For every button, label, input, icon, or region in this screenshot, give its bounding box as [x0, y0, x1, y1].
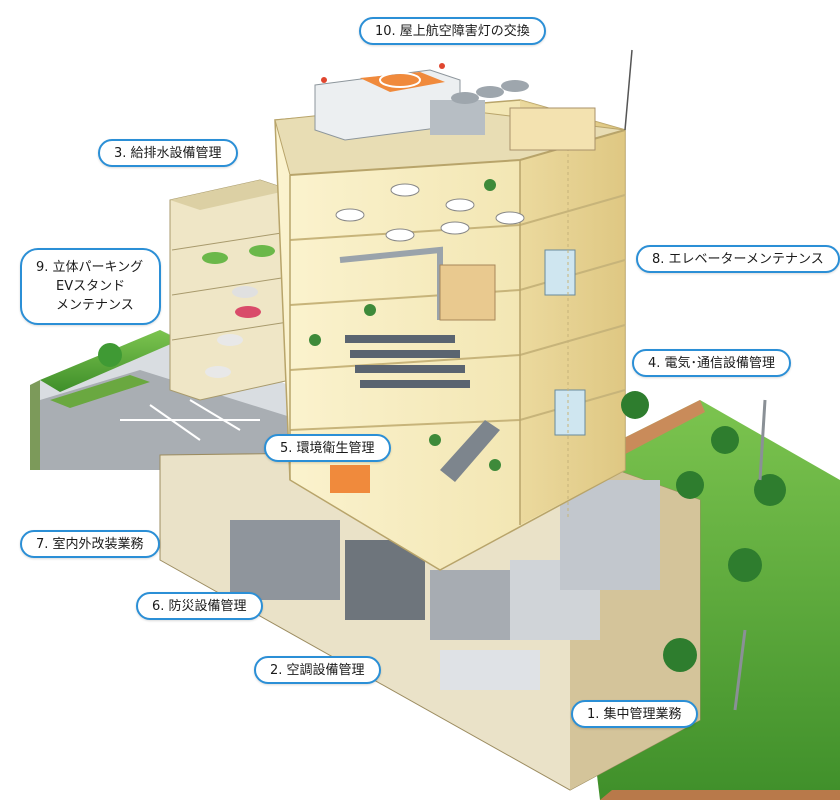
callout-central-management: 1. 集中管理業務	[571, 700, 698, 728]
callout-electrical-communication: 4. 電気･通信設備管理	[632, 349, 792, 377]
callout-parking-ev-maintenance: 9. 立体パーキング EVスタンド メンテナンス	[20, 248, 162, 325]
callout-interior-exterior-renovation: 7. 室内外改装業務	[20, 530, 160, 558]
rooftop-equipment	[314, 49, 633, 151]
parking-tower	[169, 179, 291, 401]
callout-elevator-maintenance: 8. エレベーターメンテナンス	[636, 245, 840, 273]
callout-rooftop-aviation-light: 10. 屋上航空障害灯の交換	[359, 17, 546, 45]
callout-environmental-sanitation: 5. 環境衛生管理	[264, 434, 391, 462]
callout-fire-prevention: 6. 防災設備管理	[136, 592, 263, 620]
trees	[98, 343, 786, 711]
interior-details	[309, 130, 586, 520]
callout-water-supply-drainage: 3. 給排水設備管理	[98, 139, 238, 167]
callout-parking-ev-line-2: EVスタンド	[56, 279, 126, 294]
callout-parking-ev-line-1: 9. 立体パーキング	[36, 260, 144, 275]
callout-parking-ev-line-3: メンテナンス	[56, 298, 134, 313]
callout-air-conditioning: 2. 空調設備管理	[254, 656, 381, 684]
